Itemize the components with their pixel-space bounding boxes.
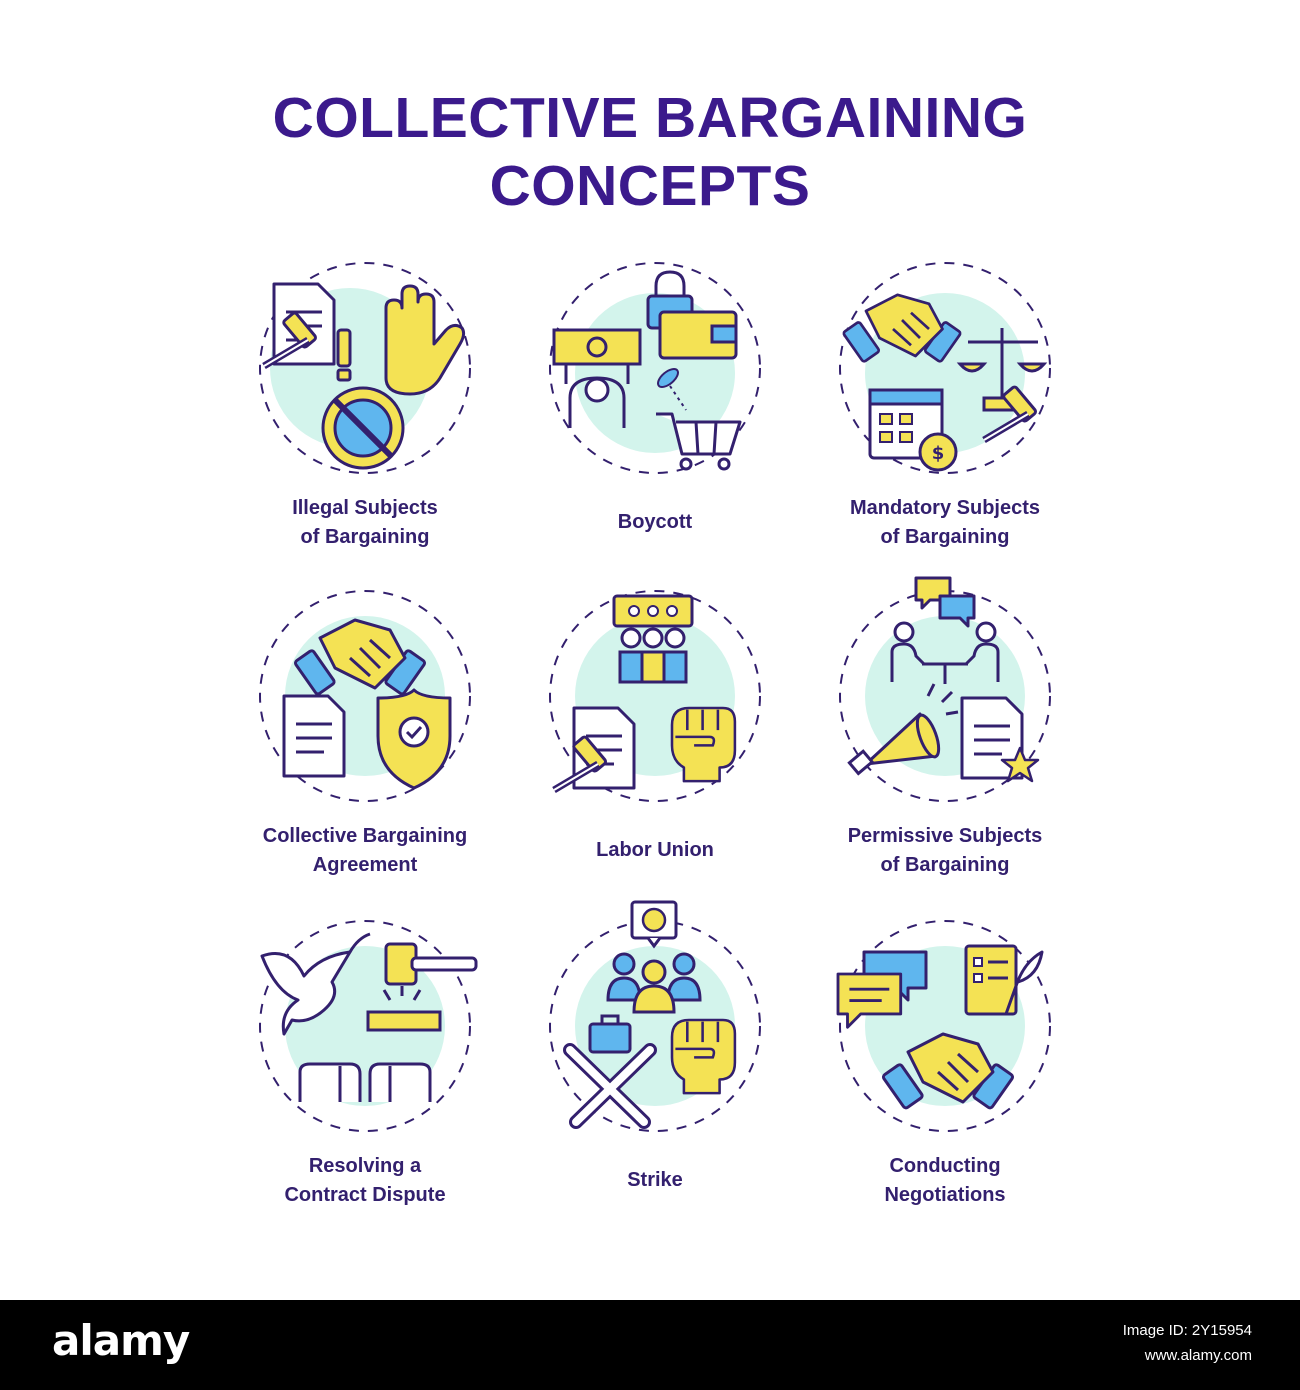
concept-label: Conducting Negotiations [884,1155,1006,1206]
exclamation-icon [336,328,352,382]
document-icon [282,694,346,778]
stock-footer-bar [0,1300,1300,1390]
fist-bump-icon [298,1062,432,1102]
concept-label: Resolving a Contract Dispute [284,1155,446,1206]
angry-face-bubble-icon [630,900,678,949]
concept-card-contract-dispute: Resolving a Contract Dispute [200,916,530,1246]
concept-card-labor-union: Labor Union [490,586,820,916]
concept-label: Mandatory Subjects of Bargaining [849,497,1041,548]
concept-card-strike: Strike [490,900,820,1246]
title-line-1: COLLECTIVE BARGAINING [272,86,1028,150]
concept-label: Illegal Subjects of Bargaining [292,497,438,548]
concept-label: Labor Union [596,839,714,861]
shopping-cart-icon [656,412,742,471]
illegal-subjects-illustration [259,262,471,474]
chat-bubbles-icon [914,576,976,628]
conducting-negotiations-illustration [836,920,1051,1132]
document-star-icon [960,696,1040,783]
moth-icon [657,368,687,411]
meeting-table-icon [890,621,1000,684]
permissive-subjects-illustration [839,576,1051,802]
dove-icon [260,932,371,1036]
cba-illustration [259,590,471,802]
concept-card-mandatory-subjects: $ Mandatory Subjects of Bargaining [780,258,1110,588]
concept-card-boycott: Boycott [490,258,820,588]
raised-hand-icon [384,284,466,396]
concept-label: Collective Bargaining Agreement [262,825,468,876]
labor-union-illustration [549,590,761,802]
contract-dispute-illustration [259,920,478,1132]
svg-text:$: $ [932,443,945,464]
crowd-icon [606,952,702,1014]
megaphone-icon [847,683,959,776]
briefcase-icon [588,1014,632,1054]
image-id-text: Image ID: 2Y15954 [1122,1322,1252,1339]
chat-bubbles-icon [836,950,928,1029]
wallet-icon [658,310,738,360]
dollar-coin-icon: $ [918,432,958,472]
stock-brand-logo: alamy [52,1316,190,1365]
site-url-text: www.alamy.com [1144,1347,1252,1364]
checklist-icon [964,944,1018,1016]
concept-card-illegal-subjects: Illegal Subjects of Bargaining [200,258,530,588]
concept-label: Boycott [617,511,693,533]
page-title: COLLECTIVE BARGAINING CONCEPTS [0,84,1300,220]
boycott-illustration [549,262,761,474]
no-chat-icon [321,386,405,470]
crossed-arms-icon [563,1043,657,1129]
title-line-2: CONCEPTS [489,154,811,218]
concept-label: Strike [627,1169,683,1191]
group-icon [618,627,688,684]
concept-label: Permissive Subjects of Bargaining [847,825,1043,876]
gavel-icon [366,942,478,1032]
concept-card-permissive-subjects: Permissive Subjects of Bargaining [780,576,1110,916]
concept-card-conducting-negotiations: Conducting Negotiations [780,916,1110,1246]
speech-bubble-icon [612,594,694,628]
protest-sign-icon [552,328,642,428]
mandatory-subjects-illustration: $ [839,262,1051,474]
shield-check-icon [376,688,452,790]
quill-icon [1004,950,1044,1015]
strike-illustration [549,900,761,1132]
concept-card-cba: Collective Bargaining Agreement [200,586,530,916]
